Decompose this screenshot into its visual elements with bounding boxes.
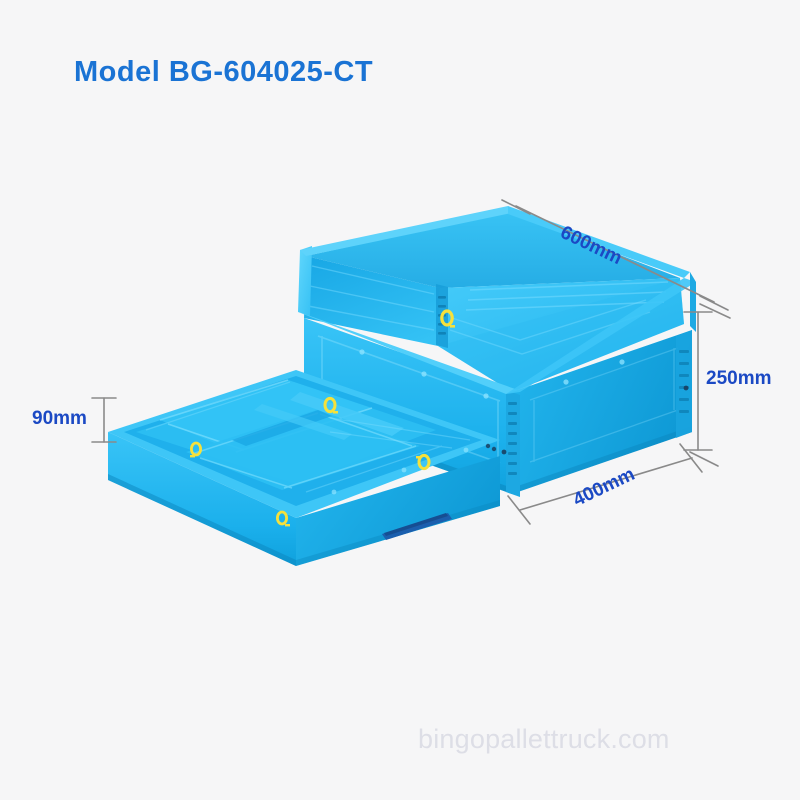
dimension-line-400 (507, 443, 703, 525)
dimension-label-height: 250mm (706, 368, 772, 389)
page-title: Model BG-604025-CT (74, 56, 374, 88)
dimension-line-250 (683, 303, 731, 467)
latch-ring-collapsed-b (189, 441, 202, 458)
latch-ring-collapsed-d (275, 510, 290, 527)
dimension-label-folded-height: 90mm (32, 408, 87, 429)
latch-ring-collapsed-a (323, 396, 338, 414)
latch-ring-open-crate (440, 309, 455, 328)
watermark: bingopallettruck.com (418, 724, 670, 754)
hand-slot (382, 513, 452, 540)
dimension-lines (91, 199, 731, 525)
latch-ring-collapsed-c (416, 453, 431, 471)
collapsed-crate (108, 370, 500, 566)
dimension-line-600 (501, 199, 729, 311)
dimension-line-90 (91, 397, 117, 443)
